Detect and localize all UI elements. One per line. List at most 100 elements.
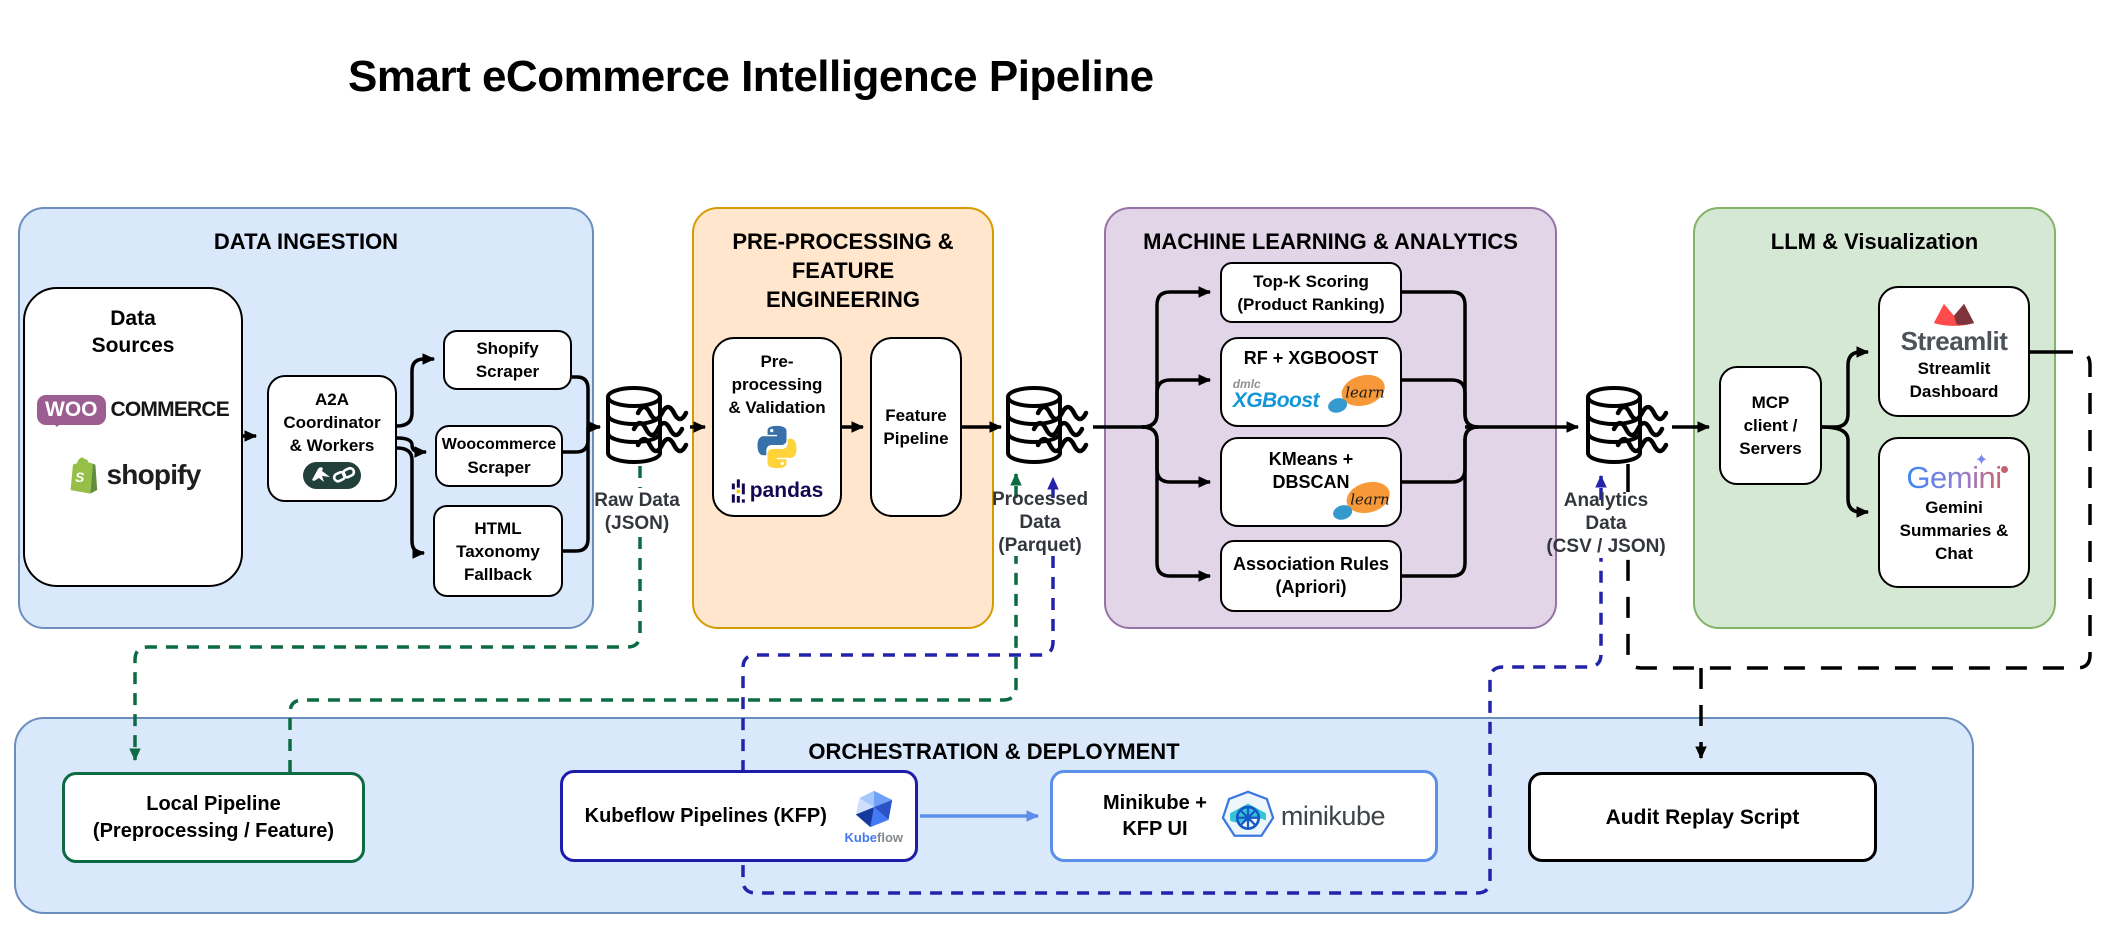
node-mcp: MCP client / Servers bbox=[1719, 366, 1822, 485]
section-title: ORCHESTRATION & DEPLOYMENT bbox=[808, 739, 1180, 764]
node-shopify-scraper: Shopify Scraper bbox=[443, 330, 572, 390]
minikube-logo: minikube bbox=[1221, 790, 1385, 842]
db-label-line: Data bbox=[1019, 512, 1061, 533]
node-minikube-kfp-ui: Minikube + KFP UI minikube bbox=[1050, 770, 1438, 862]
python-icon bbox=[757, 425, 797, 468]
pandas-wordmark: pandas bbox=[749, 478, 824, 502]
section-title: MACHINE LEARNING & ANALYTICS bbox=[1143, 229, 1518, 254]
node-label: (Preprocessing / Feature) bbox=[92, 819, 335, 842]
db-label-line: Data bbox=[1585, 513, 1627, 534]
db-label-line: (JSON) bbox=[604, 513, 670, 534]
link-icon bbox=[332, 466, 356, 483]
pandas-logo: pandas bbox=[731, 477, 824, 505]
db-label-line: Raw Data bbox=[594, 490, 680, 511]
solid-connectors bbox=[243, 286, 2052, 582]
node-label: Audit Replay Script bbox=[1605, 805, 1800, 829]
node-label: KMeans + bbox=[1268, 449, 1354, 469]
xgboost-wordmark: XGBoost bbox=[1232, 388, 1320, 412]
scikit-learn-icon: learn bbox=[1333, 481, 1390, 520]
node-label: & Validation bbox=[728, 397, 826, 417]
node-a2a-coordinator: A2A Coordinator & Workers bbox=[267, 375, 397, 502]
shopify-logo: S shopify bbox=[66, 455, 201, 494]
node-label: Dashboard bbox=[1909, 382, 1999, 401]
node-label: Data bbox=[110, 307, 156, 330]
node-label: processing bbox=[731, 374, 823, 394]
node-woocommerce-scraper: Woocommerce Scraper bbox=[435, 425, 563, 487]
node-local-pipeline: Local Pipeline (Preprocessing / Feature) bbox=[62, 772, 365, 863]
node-data-sources: Data Sources WOO COMMERCE S shopify bbox=[23, 287, 243, 587]
node-label: Association Rules bbox=[1232, 554, 1390, 574]
node-kubeflow-pipelines: Kubeflow Pipelines (KFP) Kubeflow bbox=[560, 770, 918, 862]
node-label: Scraper bbox=[467, 458, 531, 477]
node-label: RF + XGBOOST bbox=[1243, 348, 1379, 368]
node-label: Pipeline bbox=[883, 429, 949, 448]
node-streamlit-dashboard: Streamlit Streamlit Dashboard bbox=[1878, 286, 2030, 417]
section-title: LLM & Visualization bbox=[1770, 229, 1979, 254]
pandas-icon bbox=[731, 478, 745, 503]
db-label-line: Analytics bbox=[1563, 490, 1649, 511]
kubeflow-logo: Kubeflow bbox=[844, 789, 903, 845]
node-feature-pipeline: Feature Pipeline bbox=[870, 337, 962, 517]
node-label: Servers bbox=[1739, 439, 1802, 458]
streamlit-icon bbox=[1933, 303, 1975, 326]
db-label-line: (CSV / JSON) bbox=[1546, 536, 1666, 557]
node-label: Kubeflow Pipelines (KFP) bbox=[584, 804, 827, 827]
sklearn-learn-text: learn bbox=[1346, 384, 1385, 402]
woocommerce-bubble: WOO bbox=[37, 395, 106, 427]
section-title: PRE-PROCESSING & FEATURE ENGINEERING bbox=[694, 227, 992, 314]
node-association-rules: Association Rules (Apriori) bbox=[1220, 540, 1402, 612]
section-title-line: PRE-PROCESSING & bbox=[732, 229, 954, 254]
node-topk-scoring: Top-K Scoring (Product Ranking) bbox=[1220, 262, 1402, 323]
node-label: Minikube + bbox=[1103, 792, 1207, 814]
shopify-bag-icon: S bbox=[70, 457, 97, 494]
node-kmeans-dbscan: KMeans + DBSCAN learn bbox=[1220, 437, 1402, 527]
processed-data-db-icon bbox=[1008, 388, 1086, 462]
db-label-line: (Parquet) bbox=[998, 535, 1082, 556]
xgboost-logo: dmlc XGBoost bbox=[1232, 376, 1320, 412]
raw-data-db-icon bbox=[608, 388, 686, 462]
node-label: Taxonomy bbox=[456, 541, 540, 561]
streamlit-wordmark: Streamlit bbox=[1900, 326, 2008, 356]
black-dashed-connectors bbox=[1626, 350, 2092, 760]
woocommerce-logo: WOO COMMERCE bbox=[37, 395, 230, 427]
kubeflow-wordmark-flow: flow bbox=[877, 829, 903, 845]
node-audit-replay: Audit Replay Script bbox=[1528, 772, 1877, 862]
section-title-line: FEATURE bbox=[791, 258, 895, 283]
woocommerce-wordmark: COMMERCE bbox=[110, 398, 230, 421]
a2a-agent-icon bbox=[303, 461, 361, 489]
node-label: & Workers bbox=[289, 435, 375, 455]
node-label: (Product Ranking) bbox=[1237, 294, 1385, 314]
shopify-wordmark: shopify bbox=[106, 458, 202, 490]
minikube-wordmark: minikube bbox=[1280, 800, 1386, 831]
node-html-taxonomy-fallback: HTML Taxonomy Fallback bbox=[433, 505, 563, 597]
scikit-learn-icon: learn bbox=[1328, 374, 1386, 413]
dmlc-label: dmlc bbox=[1232, 376, 1261, 391]
shopify-initial: S bbox=[75, 470, 85, 485]
page-title: Smart eCommerce Intelligence Pipeline bbox=[348, 52, 1154, 101]
kubeflow-wordmark-kube: Kube bbox=[844, 829, 878, 845]
gemini-dot-icon bbox=[2000, 466, 2008, 473]
node-label: Chat bbox=[1935, 544, 1973, 563]
kubeflow-icon bbox=[855, 790, 892, 827]
node-label: Top-K Scoring bbox=[1253, 271, 1369, 291]
node-label: Shopify bbox=[476, 339, 539, 358]
node-label: Summaries & bbox=[1899, 521, 2009, 540]
node-label: Woocommerce bbox=[441, 436, 557, 453]
node-label: Local Pipeline bbox=[146, 792, 281, 815]
db-label-line: Processed bbox=[991, 489, 1089, 510]
section-title: DATA INGESTION bbox=[213, 229, 399, 254]
bird-icon bbox=[312, 466, 330, 482]
raw-data-label: Raw Data (JSON) bbox=[552, 489, 722, 535]
node-label: Feature bbox=[885, 406, 947, 425]
minikube-icon bbox=[1221, 790, 1275, 837]
node-label: Pre- bbox=[760, 351, 794, 371]
node-label: DBSCAN bbox=[1272, 472, 1350, 492]
processed-data-label: Processed Data (Parquet) bbox=[955, 488, 1125, 557]
navy-dashed-connectors bbox=[741, 474, 1607, 895]
node-label: HTML bbox=[474, 518, 522, 538]
node-label: client / bbox=[1743, 416, 1798, 435]
node-label: Streamlit bbox=[1917, 359, 1991, 378]
green-dashed-connectors bbox=[129, 466, 1022, 772]
node-label: A2A bbox=[314, 389, 349, 409]
